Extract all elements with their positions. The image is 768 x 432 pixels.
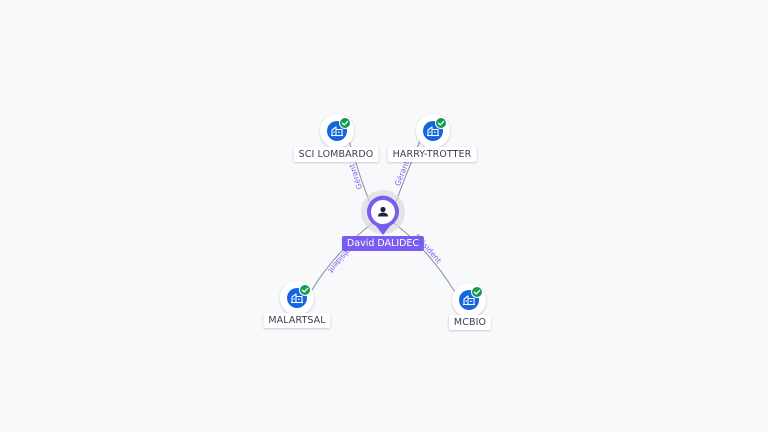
building-icon — [427, 126, 439, 137]
company-node-mcbio[interactable] — [452, 283, 486, 317]
company-node-sci-lombardo[interactable] — [320, 114, 354, 148]
company-node-malartsal[interactable] — [280, 281, 314, 315]
company-name-label[interactable]: MALARTSAL — [263, 313, 331, 328]
verified-check-icon — [471, 286, 483, 298]
person-name-label[interactable]: David DALIDEC — [341, 236, 425, 251]
company-name-label[interactable]: MCBIO — [448, 315, 492, 330]
company-name-label[interactable]: HARRY-TROTTER — [387, 147, 477, 162]
edge-role-label: Gérant — [347, 163, 364, 191]
verified-check-icon — [299, 284, 311, 296]
person-node[interactable] — [361, 190, 405, 235]
edge-mcbio — [391, 221, 456, 293]
edge-malartsal — [311, 221, 375, 291]
edge-role-text: Gérant — [347, 163, 364, 191]
edge-role-label: Gérant — [393, 159, 411, 187]
edge-role-text: Gérant — [393, 159, 411, 187]
company-name-label[interactable]: SCI LOMBARDO — [293, 147, 379, 162]
verified-check-icon — [435, 117, 447, 129]
building-icon — [291, 293, 303, 304]
nodes-layer — [280, 114, 486, 317]
company-node-harry-trotter[interactable] — [416, 114, 450, 148]
user-icon — [378, 206, 388, 217]
building-icon — [331, 126, 343, 137]
verified-check-icon — [339, 117, 351, 129]
building-icon — [463, 295, 475, 306]
